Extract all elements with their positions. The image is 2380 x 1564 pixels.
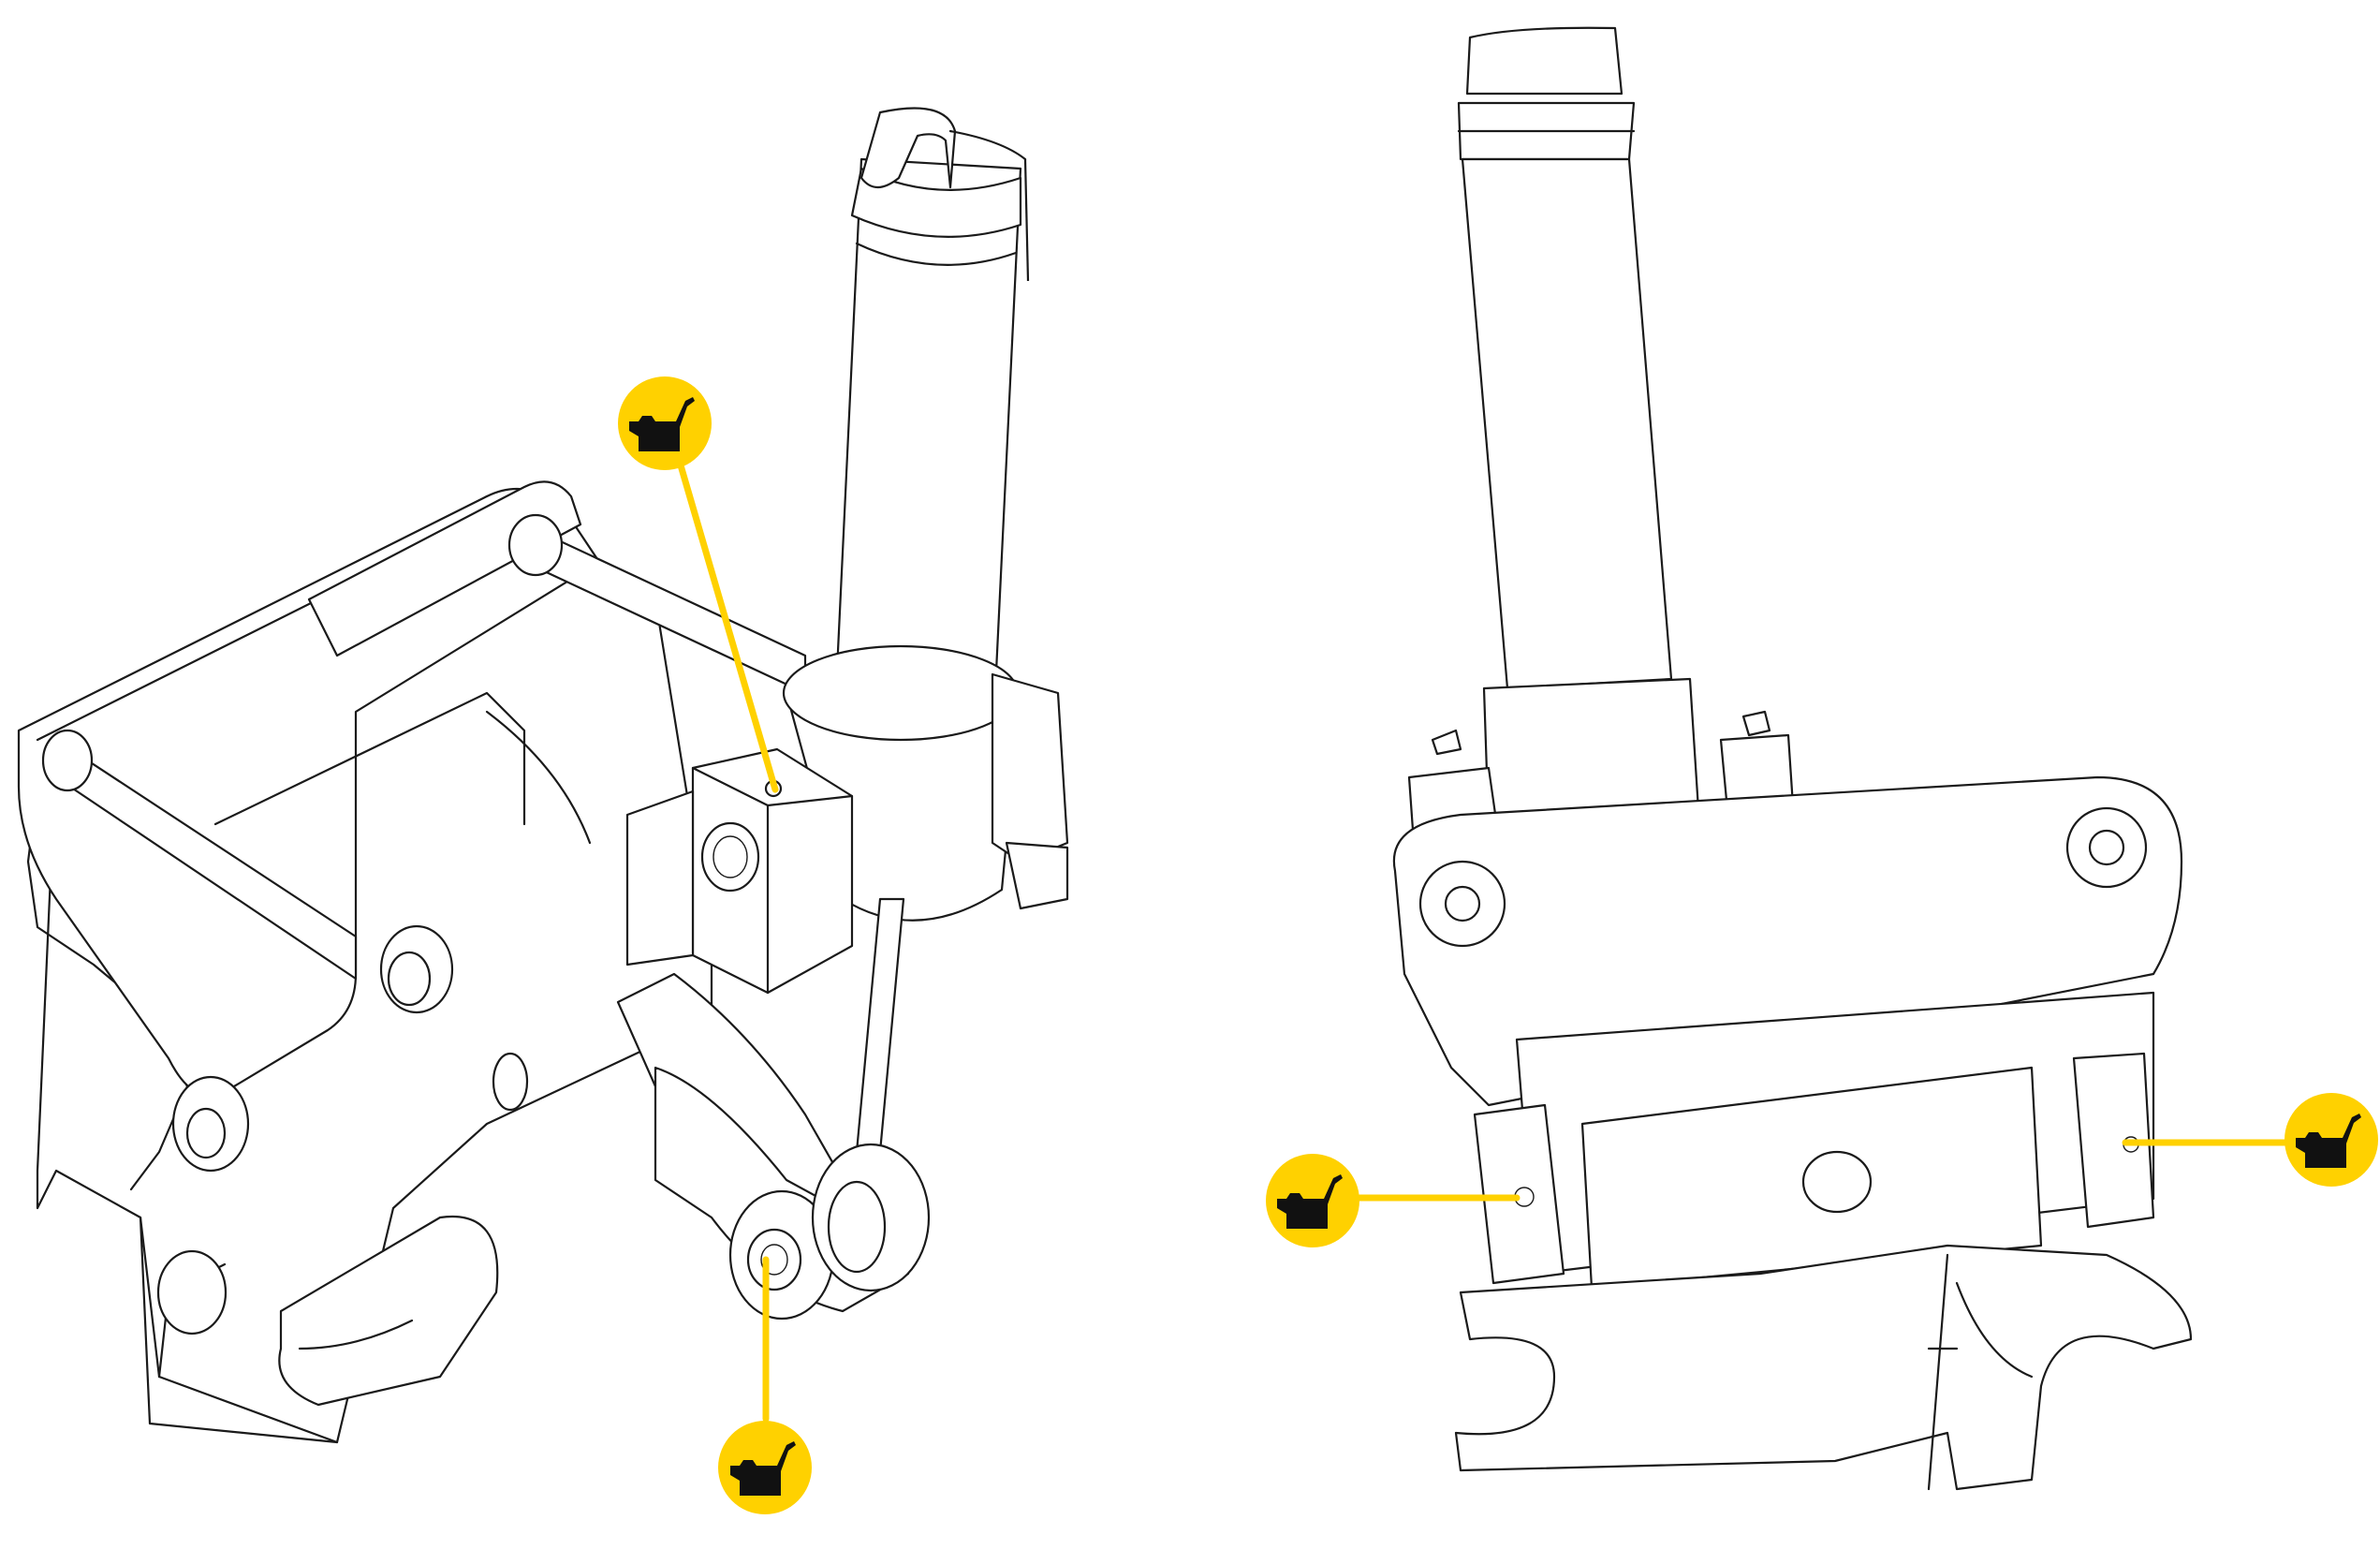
lube-block: [625, 747, 854, 995]
rear-block: [991, 672, 1069, 910]
lubrication-point-2: [718, 1256, 812, 1514]
mounting-plate: [1392, 775, 2183, 1107]
lubrication-point-1: [618, 376, 779, 793]
leader-line: [675, 455, 779, 793]
lubrication-point-4: [2122, 1093, 2378, 1187]
cylinder-shaft: [782, 107, 1030, 1154]
isometric-view: [17, 107, 1069, 1514]
link-arm: [654, 1066, 931, 1321]
lower-housing: [1473, 991, 2155, 1290]
front-view: [1266, 26, 2378, 1491]
base-jaws: [1454, 1244, 2193, 1491]
lubrication-point-3: [1266, 1154, 1521, 1247]
cylinder-shaft: [1457, 26, 1701, 831]
